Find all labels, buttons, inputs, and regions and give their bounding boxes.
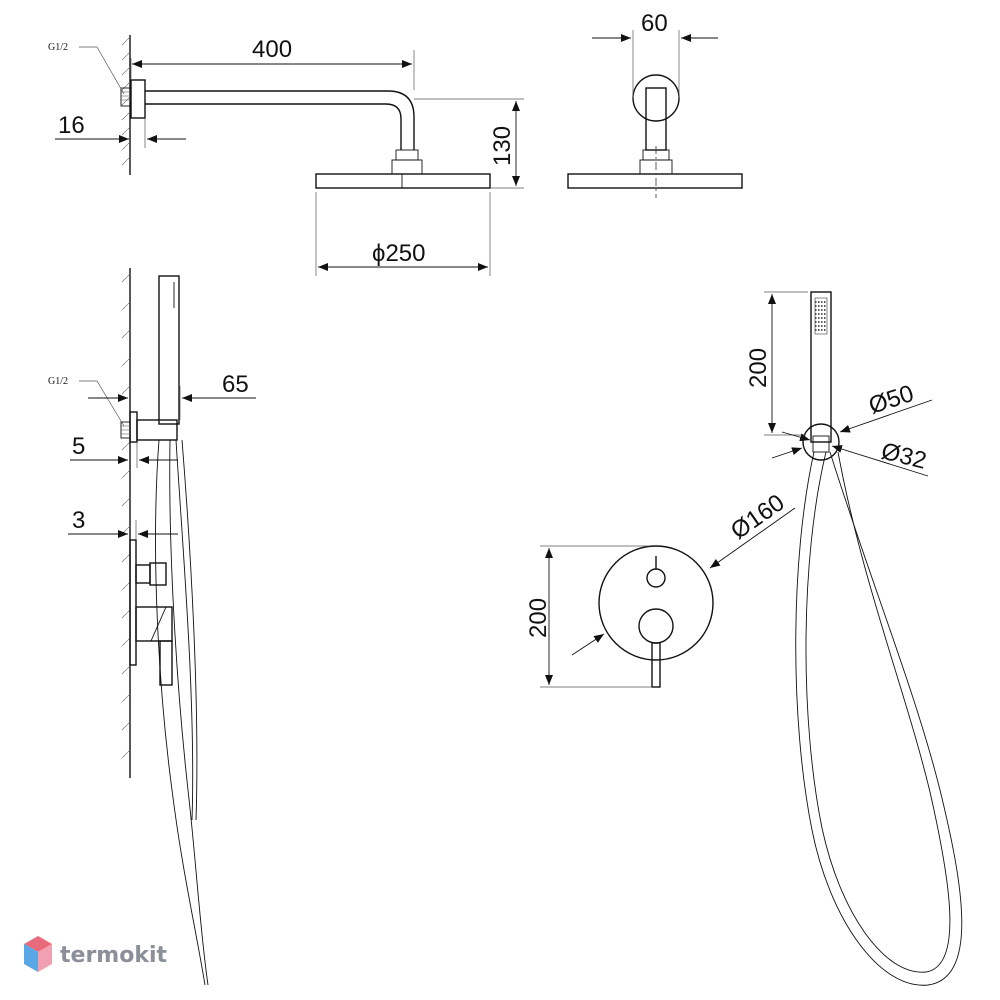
hand-shower-front [810, 291, 832, 443]
mixer-handle-front [651, 642, 661, 688]
brand-logo: termokit [24, 936, 167, 972]
arm-flange-circle [632, 74, 680, 122]
mixer-lever-side [135, 606, 173, 642]
hose-side-a [155, 439, 206, 986]
overhead-shower-front-view: 60 [567, 10, 743, 198]
wall-hatching-lower [121, 273, 131, 759]
shower-arm [145, 90, 415, 150]
dim-hand-shower-length-text: 200 [745, 348, 772, 388]
arm-front [645, 87, 667, 151]
thread-label-side: G1/2 [48, 376, 68, 387]
dim-drop-height-text: 130 [489, 126, 516, 166]
overhead-shower-side-view: G1/2 400 16 130 ϕ250 [48, 35, 524, 276]
hose-loop-front [795, 451, 963, 986]
arm-connector [395, 149, 419, 161]
hand-shower-body [158, 275, 180, 425]
dim-arm-width-text: 60 [641, 10, 668, 37]
mixer-lever-front [638, 608, 674, 644]
dim-holder-depth-text: 65 [222, 371, 249, 398]
hand-shower-front-view: 200 Ø50 Ø32 [745, 291, 963, 986]
dim-plate-thickness-text: 3 [72, 507, 85, 534]
dim-head-diameter-text: ϕ250 [372, 240, 425, 267]
brand-name: termokit [60, 943, 167, 968]
logo-cube-icon [24, 936, 52, 972]
dim-holder-diameter-text: Ø50 [866, 380, 917, 420]
spray-nozzles [814, 297, 828, 335]
dim-outlet-diameter-text: Ø32 [879, 438, 930, 475]
holder-front-circle [802, 423, 840, 461]
dim-holder-flange-text: 5 [72, 433, 85, 460]
dim-wall-flange-text: 16 [58, 112, 85, 139]
mixer-plate-front [598, 545, 714, 661]
wall-hatching [121, 36, 131, 166]
diverter-knob-side [135, 564, 151, 584]
holder-flange [129, 411, 138, 443]
mixer-plate-side [129, 539, 137, 666]
holder-body [136, 419, 178, 441]
thread-label-top: G1/2 [48, 42, 68, 53]
hand-shower-side-view: G1/2 65 5 3 [48, 268, 256, 986]
diverter-knob-front [646, 568, 666, 588]
shower-head [315, 173, 491, 189]
dim-arm-length-text: 400 [252, 36, 292, 63]
dim-mixer-height-text: 200 [525, 598, 552, 638]
mixer-front-view: 200 Ø160 [525, 489, 796, 688]
dim-mixer-plate-diameter-text: Ø160 [726, 489, 790, 545]
wall-flange [130, 79, 146, 119]
mixer-handle-side [159, 640, 173, 686]
shower-head-front [567, 173, 743, 189]
